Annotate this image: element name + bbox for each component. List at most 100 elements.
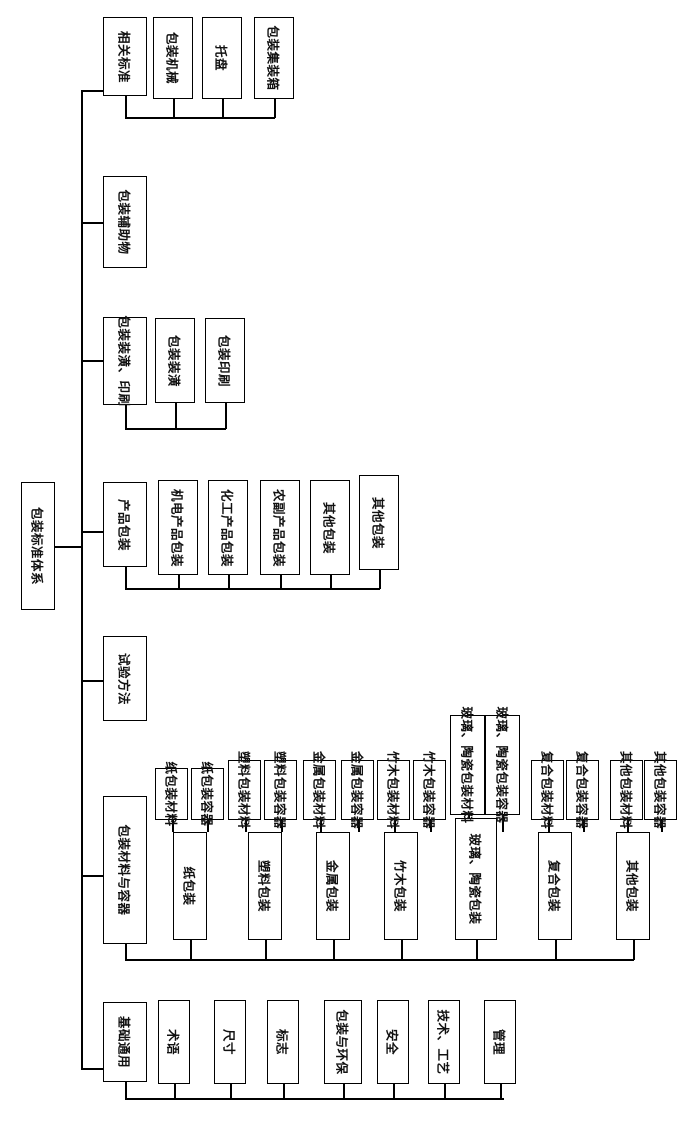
leaf-box: 标志: [267, 1000, 299, 1084]
leaf-label: 包装印刷: [216, 334, 232, 387]
leaf-box: 复合包装材料: [531, 751, 564, 829]
connector: [125, 588, 380, 590]
branch-box-decoration-printing: 包装装潢、印刷: [103, 315, 147, 407]
leaf-label: 包装集装箱: [265, 25, 281, 91]
leaf-box: 机电产品包装: [158, 480, 198, 575]
leaf-box: 包装集装箱: [254, 17, 294, 99]
group-box: 竹木包装: [384, 832, 418, 940]
connector: [81, 1068, 103, 1070]
branch-label: 基础通用: [116, 1015, 132, 1069]
connector: [502, 815, 504, 832]
leaf-box: 塑料包装材料: [228, 751, 261, 829]
leaf-box: 包装机械: [153, 17, 193, 99]
connector: [81, 875, 103, 877]
connector: [174, 1084, 176, 1099]
group-box: 金属包装: [316, 832, 350, 940]
group-label: 金属包装: [324, 859, 340, 913]
leaf-box: 管理: [484, 1000, 516, 1084]
connector: [55, 546, 82, 548]
branch-box-test-methods: 试验方法: [103, 636, 147, 721]
branch-label: 包装辅助物: [116, 189, 132, 255]
connector: [320, 820, 322, 832]
branch-box-general: 基础通用: [103, 1002, 147, 1082]
leaf-label: 机电产品包装: [169, 488, 185, 567]
leaf-box: 安全: [377, 1000, 409, 1084]
leaf-box: 塑料包装容器: [264, 751, 297, 829]
leaf-box: 技术、工艺: [428, 1000, 460, 1084]
connector: [172, 820, 174, 832]
connector: [274, 99, 276, 118]
leaf-label: 标志: [274, 1028, 290, 1056]
connector: [627, 820, 629, 832]
leaf-label: 玻璃、陶瓷包装材料: [459, 706, 474, 824]
leaf-label: 包装机械: [164, 31, 180, 85]
connector: [190, 940, 192, 960]
group-box: 玻璃、陶瓷包装: [455, 818, 497, 940]
main-spine: [81, 90, 83, 1068]
connector: [125, 405, 127, 429]
leaf-label: 尺寸: [221, 1028, 237, 1056]
group-label: 竹木包装: [392, 859, 408, 913]
leaf-box: 包装印刷: [205, 318, 245, 403]
leaf-label: 包装装潢: [166, 334, 182, 387]
group-label: 塑料包装: [256, 859, 272, 913]
leaf-box: 玻璃、陶瓷包装材料: [450, 706, 485, 824]
connector: [500, 1084, 502, 1099]
branch-box-related-standards: 相关标准: [103, 17, 147, 96]
connector: [280, 575, 282, 589]
leaf-label: 竹木包装材料: [385, 750, 400, 830]
connector: [430, 820, 432, 832]
leaf-box: 竹木包装材料: [377, 751, 410, 829]
leaf-label: 玻璃、陶瓷包装容器: [494, 706, 509, 824]
group-label: 其他包装: [624, 859, 640, 913]
connector: [633, 940, 635, 960]
connector: [125, 567, 127, 589]
connector: [281, 820, 283, 832]
connector: [125, 959, 634, 961]
leaf-label: 托盘: [213, 44, 229, 72]
connector: [81, 90, 103, 92]
connector: [125, 1082, 127, 1099]
branch-label: 相关标准: [116, 30, 132, 83]
leaf-box: 其他包装: [359, 475, 399, 570]
leaf-box: 术语: [158, 1000, 190, 1084]
connector: [81, 531, 103, 533]
leaf-box: 其他包装容器: [644, 751, 677, 829]
leaf-box: 复合包装容器: [566, 751, 599, 829]
connector: [476, 940, 478, 960]
branch-label: 包装材料与容器: [116, 824, 132, 916]
connector: [173, 99, 175, 118]
leaf-label: 复合包装材料: [539, 750, 554, 830]
connector: [125, 944, 127, 960]
leaf-label: 纸包装材料: [163, 761, 178, 827]
leaf-label: 术语: [165, 1028, 181, 1056]
connector: [125, 117, 275, 119]
root-label: 包装标准体系: [29, 506, 45, 586]
connector: [81, 360, 103, 362]
leaf-label: 其他包装容器: [652, 750, 667, 830]
group-box: 复合包装: [538, 832, 572, 940]
connector: [358, 820, 360, 832]
connector: [333, 940, 335, 960]
branch-label: 包装装潢、印刷: [116, 315, 132, 407]
leaf-box: 包装与环保: [324, 1000, 362, 1084]
group-box: 塑料包装: [248, 832, 282, 940]
connector: [548, 820, 550, 832]
leaf-label: 纸包装容器: [199, 761, 214, 827]
group-label: 玻璃、陶瓷包装: [467, 833, 483, 925]
group-box: 其他包装: [616, 832, 650, 940]
leaf-box: 化工产品包装: [208, 480, 248, 575]
group-box: 纸包装: [173, 832, 207, 940]
leaf-label: 其他包装: [321, 501, 337, 554]
leaf-label: 农副产品包装: [271, 488, 287, 567]
connector: [178, 575, 180, 589]
leaf-box: 其他包装: [310, 480, 350, 575]
connector: [661, 820, 663, 832]
group-label: 复合包装: [546, 859, 562, 913]
leaf-label: 其他包装: [370, 496, 386, 549]
connector: [444, 1084, 446, 1099]
leaf-label: 塑料包装材料: [236, 750, 251, 830]
connector: [343, 1084, 345, 1099]
connector: [222, 99, 224, 118]
